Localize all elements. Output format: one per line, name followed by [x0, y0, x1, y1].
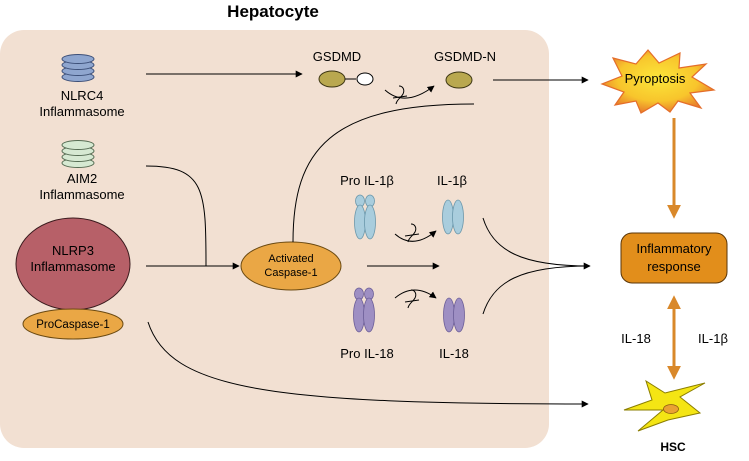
il1b-merge-curve: [482, 217, 591, 267]
caspase1-label: Caspase-1: [264, 267, 317, 279]
gsdmd-label: GSDMD: [313, 49, 361, 64]
il18-icon: [443, 297, 465, 333]
cleavage-scissor-icon: [404, 223, 420, 243]
hsc-cell-icon: [623, 379, 706, 432]
hepatocyte-cell: [0, 30, 549, 448]
il18-side-label: IL-18: [621, 331, 651, 346]
aim2-to-caspase-line: [145, 165, 207, 267]
il18-label: IL-18: [439, 346, 469, 361]
il1b-cleavage-arrow: [394, 230, 437, 242]
aim2-inflammasome-label: Inflammasome: [39, 187, 124, 202]
il18-cleavage-arrow: [394, 289, 437, 299]
nlrp3-inflammasome-label: Inflammasome: [30, 259, 115, 274]
nlrc4-inflammasome-label: Inflammasome: [39, 104, 124, 119]
cleavage-scissor-icon: [392, 85, 408, 105]
procaspase1-ellipse: [22, 308, 124, 340]
pyroptosis-label: Pyroptosis: [625, 71, 686, 86]
nlrc4-label: NLRC4: [61, 88, 104, 103]
gsdmd-icon: [318, 70, 374, 88]
caspase1-ellipse: [240, 241, 342, 291]
caspase-to-gsdmd-curve: [292, 103, 475, 243]
hsc-nucleus-icon: [663, 404, 679, 414]
cleavage-scissor-icon: [404, 289, 420, 309]
pathway-arrows: [145, 70, 591, 408]
nlrp3-label: NLRP3: [52, 243, 94, 258]
gsdmd-n-label: GSDMD-N: [434, 49, 496, 64]
caspase1-activated-label: Activated: [268, 253, 313, 265]
il1b-icon: [442, 199, 464, 235]
nlrc4-stack-icon: [61, 54, 95, 82]
pyroptosis-burst-icon: [600, 49, 716, 114]
pro-il18-icon: [353, 287, 375, 333]
diagram-title: Hepatocyte: [227, 2, 319, 21]
il1b-side-label: IL-1β: [698, 331, 728, 346]
procaspase-to-hsc-arrow: [147, 321, 589, 408]
pro-il1b-icon: [354, 194, 376, 240]
pro-il1b-label: Pro IL-1β: [340, 173, 394, 188]
gsdmd-n-icon: [445, 71, 473, 89]
procaspase1-label: ProCaspase-1: [36, 319, 110, 331]
il1b-label: IL-1β: [437, 173, 467, 188]
aim2-label: AIM2: [67, 171, 97, 186]
response-label: response: [647, 259, 700, 274]
inflammatory-label: Inflammatory: [636, 241, 712, 256]
pro-il18-label: Pro IL-18: [340, 346, 393, 361]
inflammatory-response-box: [620, 232, 728, 284]
aim2-stack-icon: [61, 140, 95, 168]
hsc-label: HSC: [660, 440, 686, 454]
il18-merge-arrow: [482, 262, 591, 315]
gsdmd-cleavage-arrow: [384, 85, 435, 99]
